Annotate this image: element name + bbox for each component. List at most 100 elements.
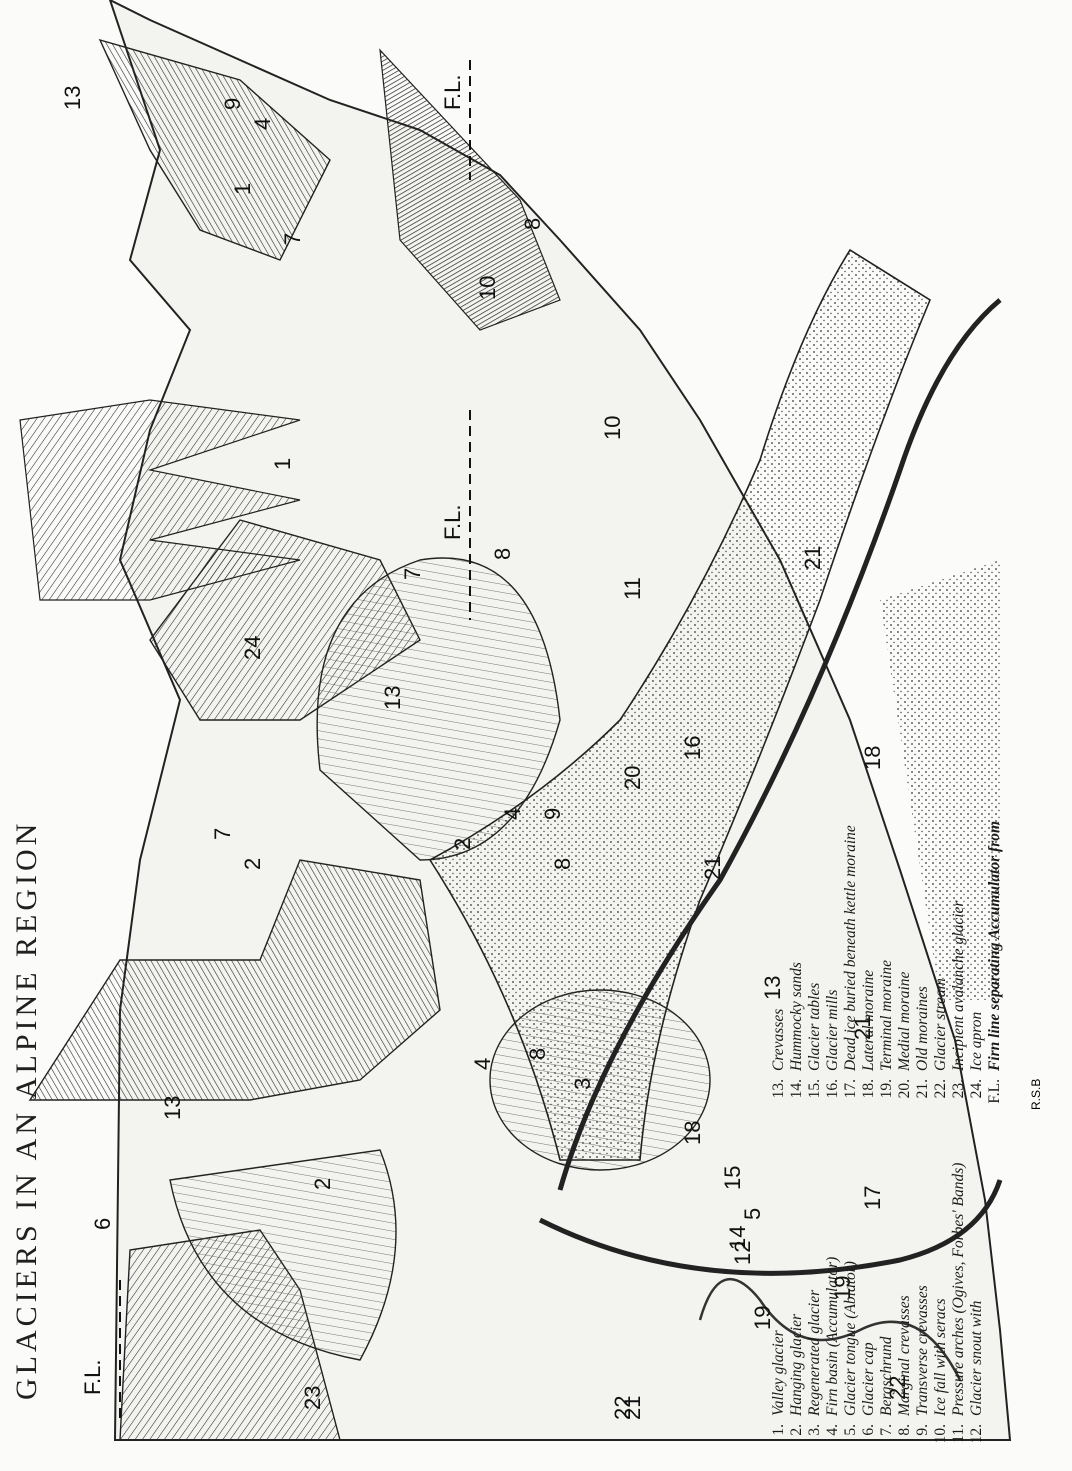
map-label-n3: 3: [570, 1078, 595, 1090]
legend-entry: 4.Firn basin (Accumulator): [824, 1132, 842, 1462]
legend-number: 17.: [842, 1071, 860, 1117]
map-label-n7a: 7: [210, 828, 235, 840]
rock-spurs: [20, 400, 300, 600]
legend-text: Glacier tongue (Ablator): [842, 1132, 860, 1416]
legend-entry: 24.Ice apron: [968, 777, 986, 1117]
map-label-n10b: 10: [475, 276, 500, 300]
map-label-n14: 14: [725, 1226, 750, 1250]
legend-number: 10.: [932, 1416, 950, 1462]
legend-number: 4.: [824, 1416, 842, 1462]
legend-text: Dead ice buried beneath kettle moraine: [842, 777, 860, 1071]
legend-text: Old moraines: [914, 777, 932, 1071]
map-label-n7b: 7: [400, 568, 425, 580]
map-label-n10a: 10: [600, 416, 625, 440]
map-label-n4c: 4: [250, 118, 275, 130]
map-label-n1b: 1: [230, 183, 255, 195]
legend-entry: 5.Glacier tongue (Ablator): [842, 1132, 860, 1462]
legend-text: Ice fall with seracs: [932, 1132, 950, 1416]
map-label-fl2: F.L.: [440, 505, 465, 540]
legend-entry: 7.Bergschrund: [878, 1132, 896, 1462]
legend-entry: 1.Valley glacier: [770, 1132, 788, 1462]
map-label-n21b: 21: [700, 856, 725, 880]
legend-number: 1.: [770, 1416, 788, 1462]
legend-text: Ice apron: [968, 777, 986, 1071]
map-label-n1a: 1: [270, 458, 295, 470]
rock-ridge-top: [100, 40, 330, 260]
map-label-n8b: 8: [550, 858, 575, 870]
legend-entry: F.L.Firn line separating Accumulator fro…: [986, 777, 1004, 1117]
legend-number: 11.: [950, 1416, 968, 1462]
map-label-n23: 23: [300, 1386, 325, 1410]
legend-text: Crevasses: [770, 777, 788, 1071]
map-label-fl3: F.L.: [440, 75, 465, 110]
legend-entry: 13.Crevasses: [770, 777, 788, 1117]
legend-text: Glacier snout with: [968, 1132, 986, 1416]
map-label-n6: 6: [90, 1218, 115, 1230]
legend-entry: 20.Medial moraine: [896, 777, 914, 1117]
map-label-n5: 5: [740, 1208, 765, 1220]
legend-text: Glacier mills: [824, 777, 842, 1071]
legend-number: 15.: [806, 1071, 824, 1117]
legend-number: 7.: [878, 1416, 896, 1462]
map-label-n4b: 4: [500, 808, 525, 820]
legend-entry: 10.Ice fall with seracs: [932, 1132, 950, 1462]
map-label-n18a: 18: [680, 1121, 705, 1145]
map-label-n2a: 2: [310, 1178, 335, 1190]
legend-entry: 16.Glacier mills: [824, 777, 842, 1117]
legend-number: 16.: [824, 1071, 842, 1117]
legend-entry: 8.Marginal crevasses: [896, 1132, 914, 1462]
map-label-n9a: 9: [540, 808, 565, 820]
legend-entry: 11.Pressure arches (Ogives, Forbes' Band…: [950, 1132, 968, 1462]
legend-number: 20.: [896, 1071, 914, 1117]
map-label-n2b: 2: [450, 838, 475, 850]
legend-entry: 12.Glacier snout with: [968, 1132, 986, 1462]
legend-entry: 9.Transverse crevasses: [914, 1132, 932, 1462]
legend-text: Lateral moraine: [860, 777, 878, 1071]
map-label-n15: 15: [720, 1166, 745, 1190]
legend-text: Firn line separating Accumulator from: [986, 777, 1004, 1071]
legend-text: Glacier cap: [860, 1132, 878, 1416]
legend-text: Firn basin (Accumulator): [824, 1132, 842, 1416]
map-label-n7c: 7: [280, 233, 305, 245]
legend-number: 6.: [860, 1416, 878, 1462]
legend-number: 21.: [914, 1071, 932, 1117]
legend-entry: 2.Hanging glacier: [788, 1132, 806, 1462]
map-label-fl1: F.L.: [80, 1360, 105, 1395]
map-label-n16: 16: [680, 736, 705, 760]
legend-entry: 3.Regenerated glacier: [806, 1132, 824, 1462]
legend-entry: 14.Hummocky sands: [788, 777, 806, 1117]
legend-entry: 18.Lateral moraine: [860, 777, 878, 1117]
legend-text: Regenerated glacier: [806, 1132, 824, 1416]
legend-number: 8.: [896, 1416, 914, 1462]
legend-number: 3.: [806, 1416, 824, 1462]
legend-number: F.L.: [986, 1071, 1004, 1117]
legend-number: 13.: [770, 1071, 788, 1117]
legend-entry: 23.Incipient avalanche glacier: [950, 777, 968, 1117]
legend-number: 24.: [968, 1071, 986, 1117]
legend-text: Terminal moraine: [878, 777, 896, 1071]
legend-entry: 6.Glacier cap: [860, 1132, 878, 1462]
legend-text: Pressure arches (Ogives, Forbes' Bands): [950, 1132, 968, 1416]
legend-text: Incipient avalanche glacier: [950, 777, 968, 1071]
legend-text: Hanging glacier: [788, 1132, 806, 1416]
legend-number: 22.: [932, 1071, 950, 1117]
legend-text: Medial moraine: [896, 777, 914, 1071]
legend-text: Marginal crevasses: [896, 1132, 914, 1416]
legend-entry: 17.Dead ice buried beneath kettle morain…: [842, 777, 860, 1117]
map-label-n20: 20: [620, 766, 645, 790]
map-label-n8c: 8: [490, 548, 515, 560]
map-label-n4a: 4: [470, 1058, 495, 1070]
legend-column-2: 13.Crevasses14.Hummocky sands15.Glacier …: [770, 777, 1004, 1117]
legend-number: 2.: [788, 1416, 806, 1462]
legend-number: 9.: [914, 1416, 932, 1462]
map-label-n8a: 8: [525, 1048, 550, 1060]
map-label-n13d: 13: [60, 86, 85, 110]
legend-number: 19.: [878, 1071, 896, 1117]
legend-text: Glacier stream: [932, 777, 950, 1071]
map-label-n8d: 8: [520, 218, 545, 230]
legend-text: Glacier tables: [806, 777, 824, 1071]
map-label-n13c: 13: [380, 686, 405, 710]
legend-entry: 19.Terminal moraine: [878, 777, 896, 1117]
